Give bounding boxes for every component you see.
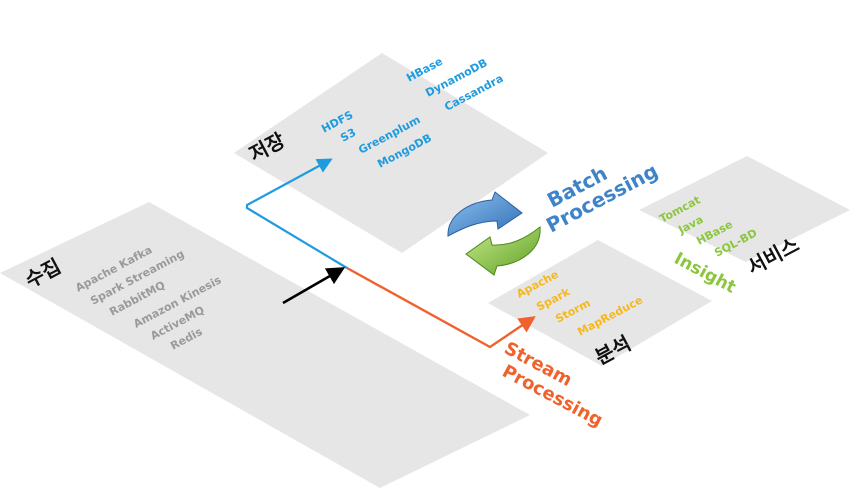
storage-item: S3 (338, 126, 358, 145)
analysis-panel (488, 240, 712, 366)
service-panel (639, 156, 850, 262)
stream-flow-arrow (346, 266, 536, 349)
storage-panel (234, 53, 548, 253)
black-arrow-icon (282, 267, 346, 305)
refresh-cycle-icon (447, 191, 541, 276)
storage-flow-arrow (245, 158, 348, 269)
collection-panel (0, 202, 530, 488)
